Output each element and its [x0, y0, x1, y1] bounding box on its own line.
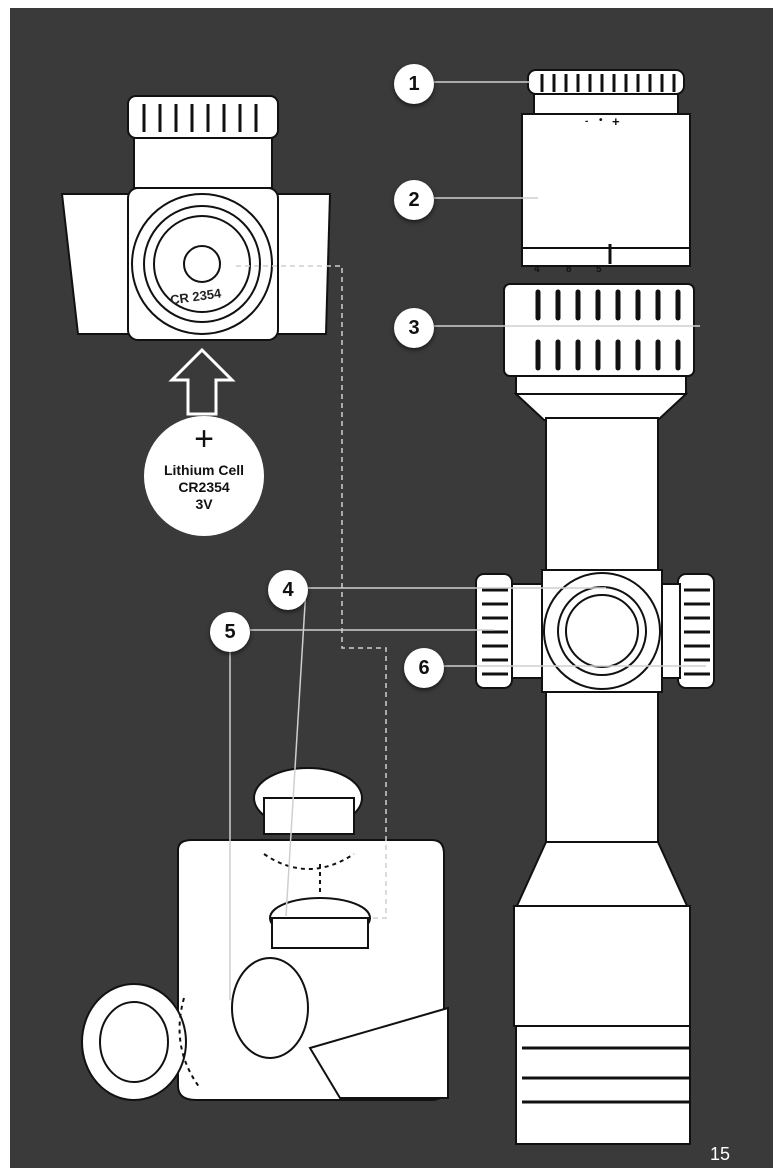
objective-lens-housing [515, 1025, 691, 1145]
scope-tube-segment-left [60, 193, 131, 335]
eyepiece-plus-mark: + [612, 114, 620, 129]
callout-5: 5 [210, 612, 250, 652]
scope-tube-segment-right [275, 193, 332, 335]
objective-bell [513, 905, 691, 1027]
battery-cap-center [183, 245, 221, 283]
battery-type-label: Lithium Cell [163, 462, 245, 478]
callout-2: 2 [394, 180, 434, 220]
scope-tube-upper [545, 417, 659, 579]
zoom-mark-3: 5 [596, 264, 602, 275]
callout-3: 3 [394, 308, 434, 348]
battery-plus-icon: + [194, 420, 214, 458]
lithium-battery: + Lithium Cell CR2354 3V [144, 416, 264, 536]
eyepiece-minus-mark: - [585, 116, 589, 127]
zoom-mark-2: 8 [566, 264, 572, 275]
page-number: 15 [710, 1144, 731, 1164]
manual-page: - • + 4 8 5 CR 2354 1 2 3 4 5 6 + Lithiu… [10, 8, 773, 1168]
rifle-scope-illustration [60, 69, 715, 1145]
battery-turret-body [133, 131, 273, 189]
callout-6: 6 [404, 648, 444, 688]
battery-voltage-label: 3V [195, 496, 213, 512]
battery-model-label: CR2354 [178, 479, 230, 495]
callout-1: 1 [394, 64, 434, 104]
scope-tube-lower [545, 691, 659, 843]
insert-arrow-icon [168, 347, 236, 416]
eyepiece-dot-mark: • [599, 115, 603, 126]
eyepiece-housing [521, 113, 691, 265]
closeup-side-dial [231, 957, 309, 1059]
zoom-mark-1: 4 [534, 264, 540, 275]
callout-4: 4 [268, 570, 308, 610]
